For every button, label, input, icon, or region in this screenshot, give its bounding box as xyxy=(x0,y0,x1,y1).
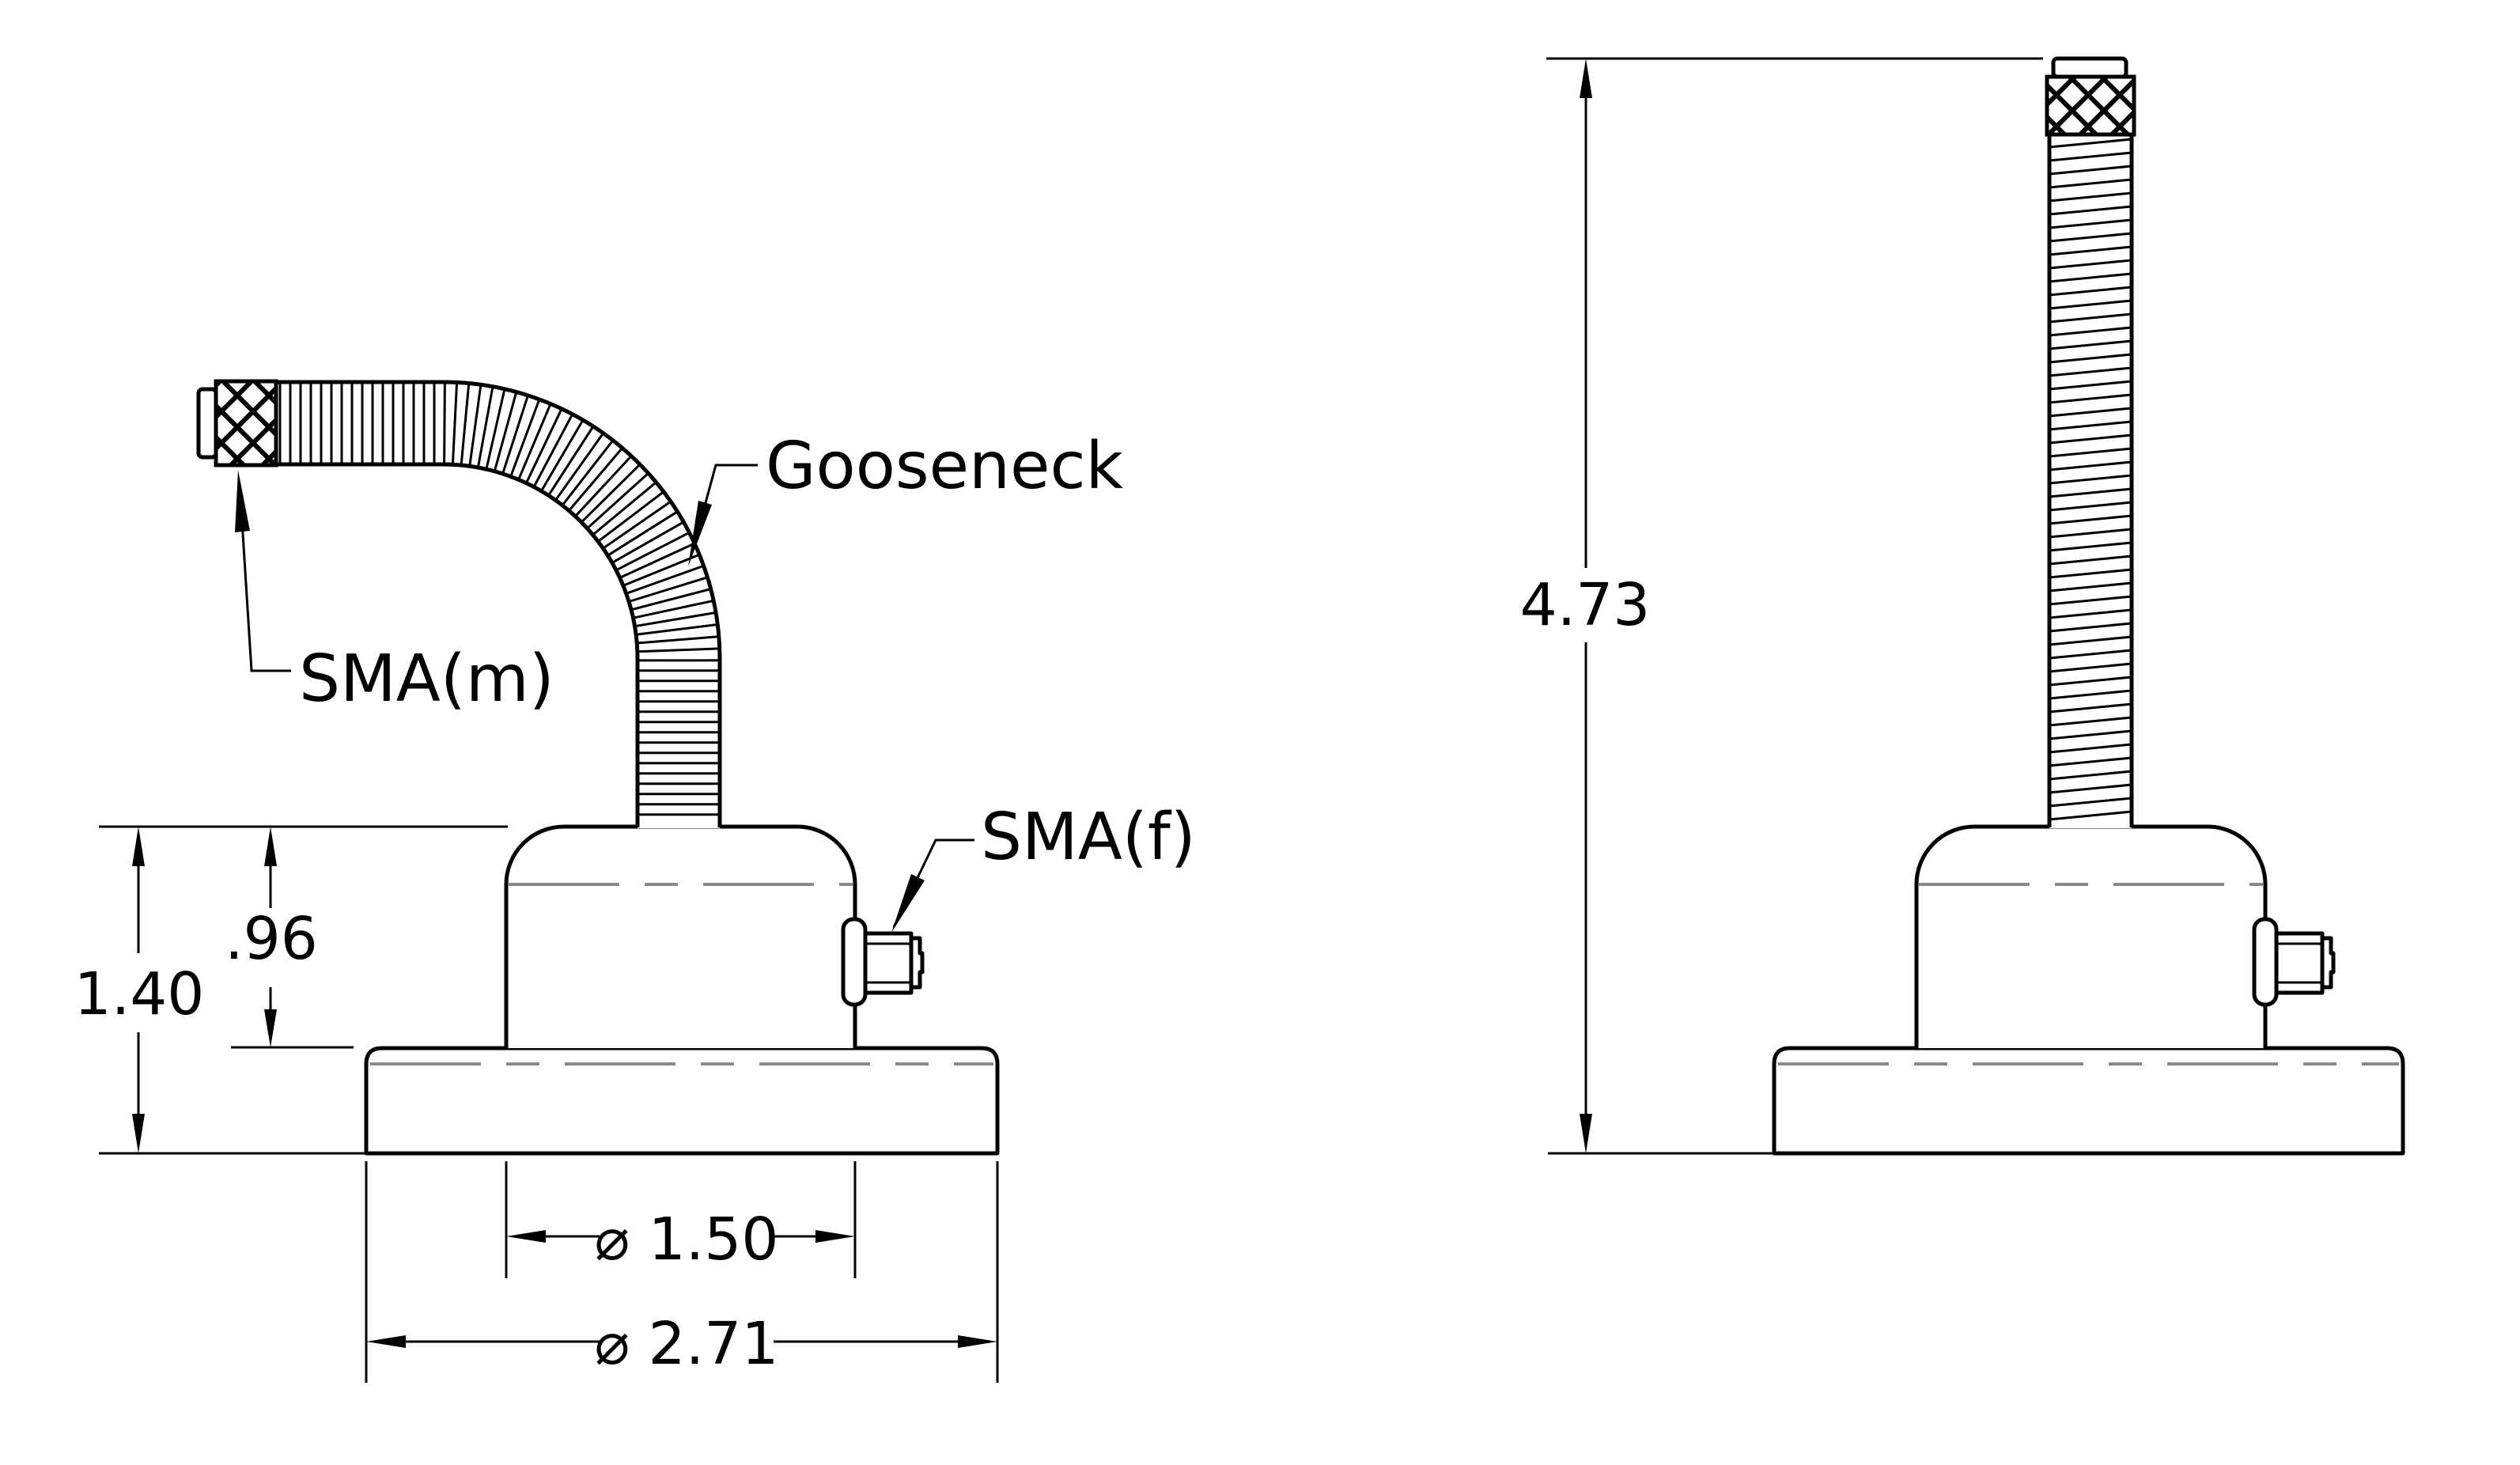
label-gooseneck: Gooseneck xyxy=(766,429,1124,504)
gooseneck-tube-inner-edge xyxy=(276,462,640,827)
dim-arrow-left xyxy=(506,1230,546,1243)
sma-male-knurl-side xyxy=(2045,74,2136,137)
leader-arrow xyxy=(688,501,712,566)
dim-extended-height-text: 4.73 xyxy=(1520,571,1651,639)
dim-base-diameter-text: ⌀ 2.71 xyxy=(595,1310,779,1378)
gooseneck-ribs-side xyxy=(2049,138,2132,821)
sma-female-nut-front xyxy=(863,931,914,995)
label-sma-m: SMA(m) xyxy=(299,642,554,717)
label-sma-f: SMA(f) xyxy=(981,800,1196,875)
dim-arrow-up xyxy=(264,827,277,866)
dim-arrow-down xyxy=(132,1114,145,1153)
mount-body-front xyxy=(504,824,857,1048)
dimension-base-diameter: ⌀ 2.71 xyxy=(365,1161,999,1383)
dimension-extended-height: 4.73 xyxy=(1520,59,1651,1153)
callout-gooseneck: Gooseneck xyxy=(688,429,1124,566)
gooseneck-tube-outer-edge xyxy=(276,380,722,827)
dim-body-height-text: .96 xyxy=(225,905,318,973)
mount-body-side xyxy=(1914,824,2268,1048)
dim-body-diameter-text: ⌀ 1.50 xyxy=(595,1206,779,1274)
dim-arrow-up xyxy=(132,827,145,866)
dimension-body-height: .96 xyxy=(225,827,318,1047)
sma-female-flange-front xyxy=(841,917,868,1007)
leader-arrow xyxy=(235,470,250,532)
callout-sma-male: SMA(m) xyxy=(235,470,554,717)
sma-male-cap-front xyxy=(196,387,218,460)
dimension-overall-height: 1.40 xyxy=(74,827,205,1153)
front-view: 1.40 .96 ⌀ 1.50 ⌀ 2.71 xyxy=(74,379,1196,1383)
mount-base-front xyxy=(364,1046,1000,1156)
sma-female-tip-front xyxy=(909,936,925,990)
side-view: 4.73 xyxy=(1520,56,2405,1156)
dim-arrow-left xyxy=(366,1335,406,1348)
dim-arrow-up xyxy=(1580,59,1592,98)
dim-overall-height-text: 1.40 xyxy=(74,960,205,1028)
dim-arrow-down xyxy=(1580,1114,1592,1153)
sma-male-cap-side xyxy=(2051,56,2128,79)
sma-female-connector-front xyxy=(841,917,925,1007)
dim-arrow-right xyxy=(815,1230,855,1243)
gooseneck-ribs-front xyxy=(278,381,721,816)
sma-female-tip-side xyxy=(2320,936,2336,990)
sma-female-connector-side xyxy=(2252,917,2336,1007)
leader-arrow xyxy=(891,874,925,933)
mount-base-side xyxy=(1772,1046,2405,1156)
callout-sma-female: SMA(f) xyxy=(891,800,1196,933)
dimension-body-diameter: ⌀ 1.50 xyxy=(505,1161,857,1278)
sma-female-flange-side xyxy=(2252,917,2279,1007)
sma-male-knurl-front xyxy=(214,379,278,468)
dim-arrow-down xyxy=(264,1009,277,1047)
dim-arrow-right xyxy=(958,1335,997,1348)
sma-female-nut-side xyxy=(2274,931,2325,995)
